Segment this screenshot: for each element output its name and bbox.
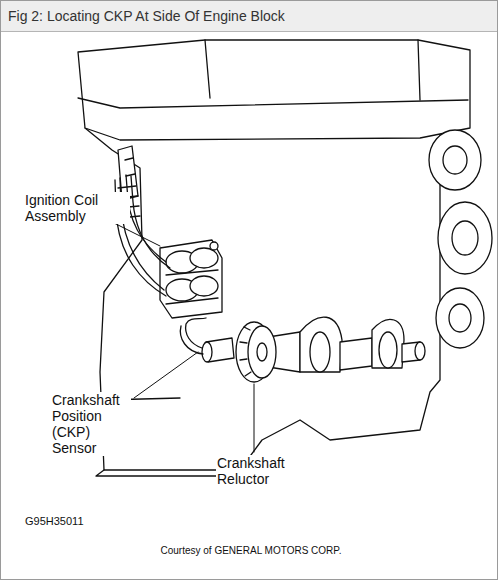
pulley (438, 202, 492, 274)
part-label: Crankshaft Reluctor (216, 455, 302, 487)
figure-caption: Courtesy of GENERAL MOTORS CORP. (2, 545, 498, 557)
reluctor-wheel (236, 322, 276, 382)
ignition-coil (160, 240, 222, 318)
part-label: Ignition Coil Assembly (24, 192, 130, 224)
part-label: Crankshaft Position (CKP) Sensor (51, 392, 131, 456)
pulley (429, 130, 481, 190)
figure-title: Fig 2: Locating CKP At Side Of Engine Bl… (8, 7, 488, 25)
engine-block (85, 128, 440, 470)
pulley (436, 288, 484, 348)
crankshaft (262, 317, 425, 372)
ckp-sensor (180, 318, 234, 362)
figure-code: G95H35011 (24, 513, 146, 529)
cylinder-head (78, 40, 470, 140)
